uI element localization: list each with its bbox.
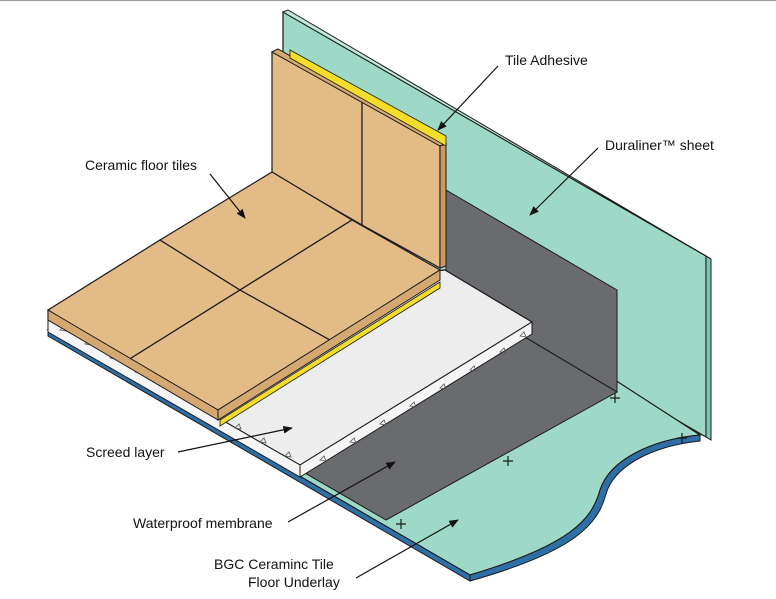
floor-tiles [46, 171, 442, 427]
top-border-line [0, 0, 776, 1]
fixing-screws [396, 393, 687, 529]
label-underlay-line2: Floor Underlay [248, 574, 340, 590]
label-duraliner-sheet: Duraliner™ sheet [605, 137, 714, 153]
label-underlay-line1: BGC Ceraminc Tile [214, 556, 334, 572]
label-screed-layer: Screed layer [86, 444, 165, 460]
label-ceramic-floor-tiles: Ceramic floor tiles [85, 157, 198, 173]
label-waterproof-membrane: Waterproof membrane [133, 515, 273, 531]
label-tile-adhesive: Tile Adhesive [505, 52, 588, 68]
leader-lines [177, 65, 599, 579]
wall-tiles [270, 48, 448, 270]
